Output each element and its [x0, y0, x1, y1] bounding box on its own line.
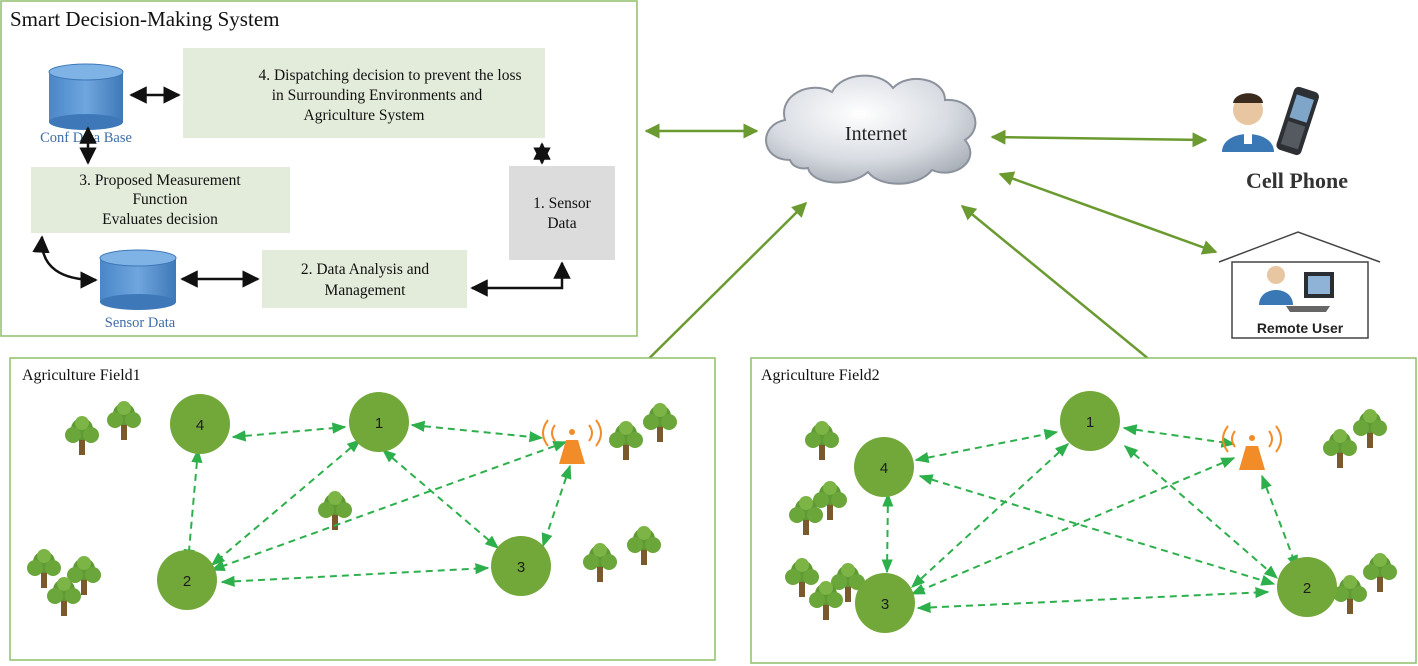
agriculture-field2-panel: Agriculture Field2 1 4 3	[750, 357, 1417, 664]
field1-node-1-label: 1	[375, 415, 383, 432]
field2-node-2	[1277, 557, 1337, 617]
field2-node-3-label: 3	[881, 596, 889, 613]
sensor-box-line-1: 1. Sensor	[533, 195, 592, 212]
field1-title: Agriculture Field1	[22, 367, 141, 384]
field1-node-4	[170, 394, 230, 454]
field2-node-4-label: 4	[880, 460, 888, 477]
smart-decision-system-panel: Smart Decision-Making System 4. Dispatch…	[0, 0, 638, 337]
field1-node-3	[491, 536, 551, 596]
field1-node-4-label: 4	[196, 417, 204, 434]
internet-label: Internet	[845, 123, 908, 145]
analysis-line-1: 2. Data Analysis and	[301, 261, 430, 278]
analysis-line-2: Management	[325, 282, 407, 299]
field2-links	[881, 424, 1298, 614]
field1-node-3-label: 3	[517, 559, 525, 576]
remote-user-house-icon	[1218, 231, 1381, 339]
field2-node-2-label: 2	[1303, 580, 1311, 597]
remote-user-label: Remote User	[1257, 320, 1344, 336]
field2-node-1	[1060, 391, 1120, 451]
cell-phone-label: Cell Phone	[1246, 168, 1348, 193]
field2-tower-icon	[1222, 425, 1282, 470]
dispatch-line-2: in Surrounding Environments and	[272, 87, 483, 104]
arrow-analysis-sensor	[470, 261, 571, 297]
link-internet-remote-user	[998, 171, 1218, 255]
sensor-database-label: Sensor Data	[105, 315, 176, 331]
sds-title: Smart Decision-Making System	[10, 7, 279, 31]
sensor-database-icon	[99, 249, 177, 310]
field2-node-4	[854, 437, 914, 497]
internet-cloud-icon	[765, 74, 977, 185]
agriculture-field1-panel: Agriculture Field1 4 1 2	[9, 357, 716, 661]
measure-line-2: Function	[132, 191, 187, 208]
field2-title: Agriculture Field2	[761, 367, 880, 384]
arrow-measure-sensordb	[32, 235, 98, 289]
field1-node-1	[349, 392, 409, 452]
field2-node-3	[855, 573, 915, 633]
field2-node-1-label: 1	[1086, 414, 1094, 431]
link-internet-phone	[990, 129, 1208, 148]
conf-database-label: Conf Data Base	[40, 130, 132, 146]
dispatch-line-3: Agriculture System	[304, 107, 425, 124]
measure-line-1: 3. Proposed Measurement	[79, 172, 241, 189]
field1-links	[183, 420, 572, 587]
field1-node-2-label: 2	[183, 573, 191, 590]
sensor-box-line-2: Data	[547, 215, 576, 232]
cell-phone-user-icon	[1222, 86, 1319, 156]
dispatch-decision-box	[183, 48, 545, 138]
measurement-function-box	[31, 167, 290, 233]
measure-line-3: Evaluates decision	[102, 211, 218, 228]
sensor-data-box	[509, 166, 615, 260]
dispatch-line-1: 4. Dispatching decision to prevent the l…	[258, 67, 521, 84]
conf-database-icon	[48, 63, 124, 130]
data-analysis-box	[262, 250, 467, 308]
field1-node-2	[157, 550, 217, 610]
field1-tower-icon	[542, 419, 602, 464]
